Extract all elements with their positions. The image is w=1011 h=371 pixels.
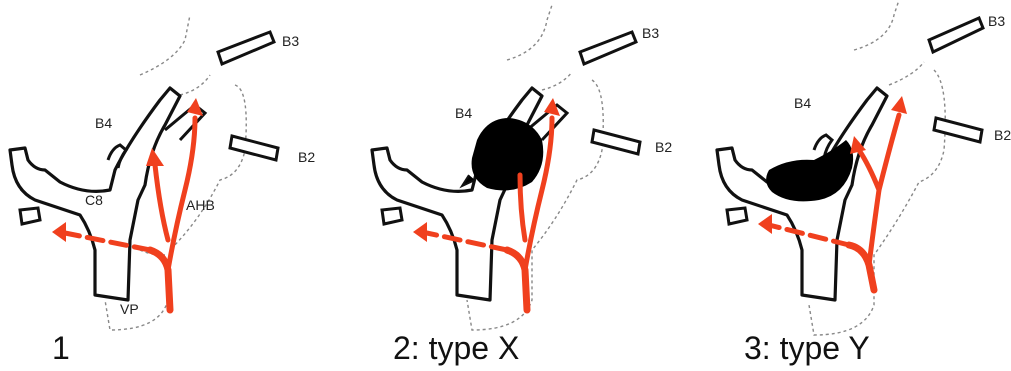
arrowhead-up-right [187, 98, 203, 116]
panel-2-drawing: B3 B2 B4 [337, 0, 674, 371]
panel-3-drawing: B3 B2 B4 [674, 0, 1011, 371]
artery-trunk [507, 250, 527, 310]
arrowhead-left [758, 214, 772, 234]
b3-duct [580, 32, 636, 64]
artery-right-branch [168, 118, 195, 270]
panel-2-caption: 2: type X [393, 330, 519, 367]
diagram-panel-1: B3 B2 B4 C8 AHB VP 1 [0, 0, 337, 371]
b2-duct [934, 118, 982, 142]
b3-duct [929, 18, 983, 52]
tumor-mass-type-x [472, 118, 544, 190]
arrowhead-left [413, 222, 427, 242]
b2-duct [592, 130, 640, 154]
label-b3: B3 [642, 25, 659, 41]
label-b4: B4 [455, 105, 472, 121]
label-b2: B2 [298, 149, 315, 165]
left-stub [20, 208, 40, 224]
arrowhead-left [52, 222, 66, 242]
label-b3: B3 [988, 13, 1005, 29]
label-b4: B4 [95, 115, 112, 131]
diagram-panel-3: B3 B2 B4 3: type Y [674, 0, 1011, 371]
left-stub [382, 208, 402, 224]
label-c8: C8 [85, 192, 103, 208]
artery-mid-branch [859, 150, 879, 190]
artery-mid-branch [155, 165, 168, 240]
label-ahb: AHB [186, 197, 215, 213]
label-vp: VP [120, 301, 139, 317]
panel-1-caption: 1 [52, 330, 70, 367]
left-stub [727, 208, 747, 224]
artery-right-branch [869, 115, 899, 265]
label-b2: B2 [994, 127, 1011, 143]
b2-duct [230, 136, 278, 160]
arrowhead-up-right [891, 96, 907, 114]
panel-1-drawing: B3 B2 B4 C8 AHB VP [0, 0, 337, 371]
panel-3-caption: 3: type Y [744, 330, 870, 367]
b3-duct [218, 32, 274, 64]
label-b4: B4 [794, 95, 811, 111]
artery-trunk [150, 250, 170, 310]
label-b2: B2 [655, 139, 672, 155]
label-b3: B3 [282, 33, 299, 49]
diagram-panel-2: B3 B2 B4 2: type X [337, 0, 674, 371]
